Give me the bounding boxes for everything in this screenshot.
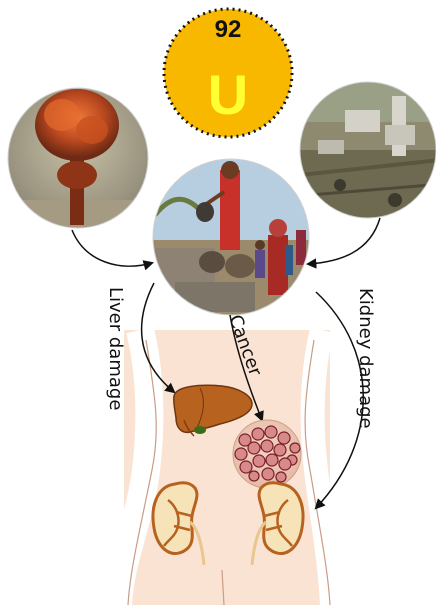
arrow-explosion-to-water [72,230,152,266]
element-symbol: U [178,62,278,127]
liver-damage-label: Liver damage [105,287,126,410]
body-silhouette [118,330,332,605]
tumor-cells-icon [233,420,301,488]
women-drawing-water-photo [150,159,320,320]
atomic-number: 92 [196,16,260,44]
arrow-mining-to-water [308,218,380,264]
kidney-damage-label: Kidney damage [355,288,376,429]
nuclear-explosion-photo [0,88,160,240]
mining-site-photo [300,82,436,220]
